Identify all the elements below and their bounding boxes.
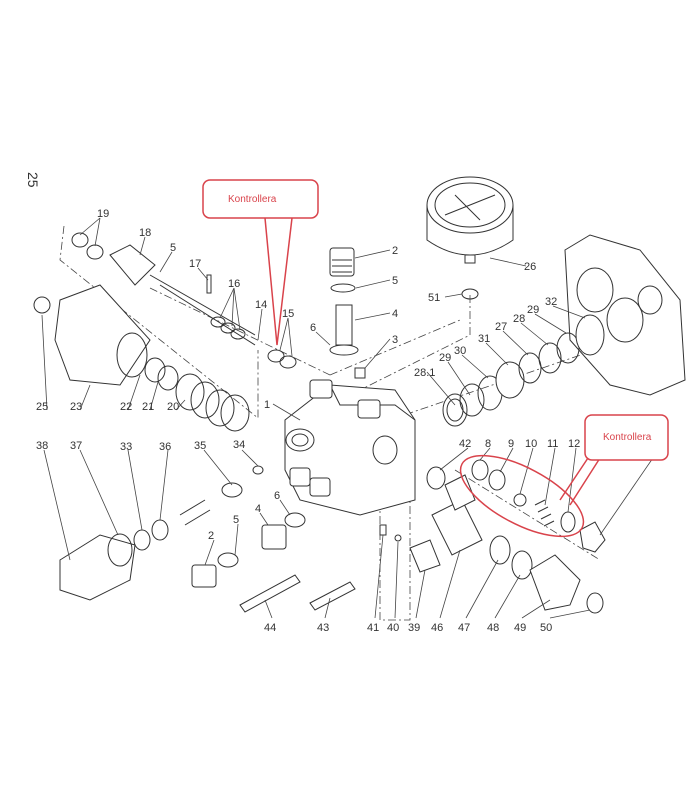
pump-housing (564, 234, 686, 396)
part-label: 44 (264, 622, 276, 634)
callout-kontrollera-2: Kontrollera (459, 414, 669, 538)
part-label: 19 (97, 208, 109, 220)
part-label: 39 (408, 622, 420, 634)
part-label: 38 (36, 440, 48, 452)
part-label: 30 (454, 345, 466, 357)
part-label: 2 (392, 245, 398, 257)
part-label: 37 (70, 440, 82, 452)
part-label: 17 (189, 258, 201, 270)
part-label: 6 (274, 490, 280, 502)
part-label: 6 (310, 322, 316, 334)
part-label: 47 (458, 622, 470, 634)
pump-body-part-1 (284, 379, 416, 516)
part-label: 4 (392, 308, 398, 320)
part-label: 32 (545, 296, 557, 308)
part-label: 5 (233, 514, 239, 526)
part-label: 28.1 (414, 367, 435, 379)
part-label: 51 (428, 292, 440, 304)
part-label: 36 (159, 441, 171, 453)
part-label: 2 (208, 530, 214, 542)
callout-text: Kontrollera (228, 194, 277, 205)
part-number-labels: 19 18 5 17 16 14 15 6 1 2 5 4 3 26 51 32… (36, 208, 580, 634)
part-label: 46 (431, 622, 443, 634)
part-label: 15 (282, 308, 294, 320)
part-label: 26 (524, 261, 536, 273)
part-label: 35 (194, 440, 206, 452)
part-label: 23 (70, 401, 82, 413)
part-label: 29 (439, 352, 451, 364)
part-label: 12 (568, 438, 580, 450)
pressure-gauge-part-26 (426, 176, 514, 300)
part-label: 4 (255, 503, 261, 515)
part-label: 49 (514, 622, 526, 634)
part-label: 31 (478, 333, 490, 345)
part-label: 22 (120, 401, 132, 413)
callout-text: Kontrollera (603, 432, 652, 443)
part-label: 48 (487, 622, 499, 634)
part-label: 25 (36, 401, 48, 413)
part-label: 1 (264, 399, 270, 411)
callout-kontrollera-1: Kontrollera (202, 179, 319, 346)
part-label: 21 (142, 401, 154, 413)
part-label: 27 (495, 321, 507, 333)
part-label: 5 (170, 242, 176, 254)
part-label: 34 (233, 439, 245, 451)
part-label: 40 (387, 622, 399, 634)
part-label: 9 (508, 438, 514, 450)
part-label: 43 (317, 622, 329, 634)
part-label: 41 (367, 622, 379, 634)
part-label: 8 (485, 438, 491, 450)
part-label: 16 (228, 278, 240, 290)
part-label: 42 (459, 438, 471, 450)
part-label: 28 (513, 313, 525, 325)
page-number: 25 (25, 172, 41, 188)
upper-valve-parts (329, 247, 366, 379)
part-label: 20 (167, 401, 179, 413)
part-label: 11 (547, 438, 558, 450)
part-label: 14 (255, 299, 267, 311)
part-label: 50 (540, 622, 552, 634)
part-label: 18 (139, 227, 151, 239)
part-label: 10 (525, 438, 537, 450)
relief-valve-parts (33, 232, 297, 432)
seal-rings (442, 314, 605, 427)
part-label: 5 (392, 275, 398, 287)
part-label: 33 (120, 441, 132, 453)
leader-lines (41, 217, 656, 619)
lower-left-parts (59, 465, 356, 613)
lower-right-parts (379, 459, 606, 614)
part-label: 29 (527, 304, 539, 316)
part-label: 3 (392, 334, 398, 346)
